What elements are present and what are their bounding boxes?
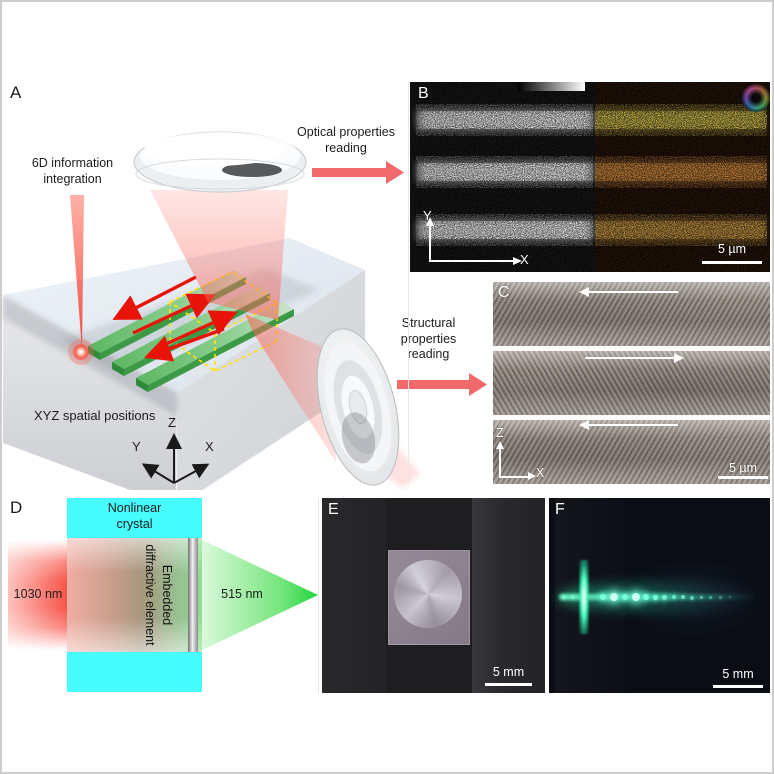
to-panel-c-arrow [397,373,487,396]
panel-c-label: C [498,284,510,301]
b-y-axis-label: Y [423,208,432,223]
nonlinear-crystal-top [67,498,202,538]
b-x-axis-arrow-icon [513,256,522,265]
side-lens [316,328,400,486]
b-y-axis-line [429,226,431,262]
panel-f-beam-photo: F 5 mm [549,498,770,693]
side-cone [245,314,336,462]
e-scalebar [485,683,532,686]
embedded-element-label: Embedded diffractive element [143,544,174,646]
b-scalebar-label: 5 µm [717,242,747,256]
input-wavelength-label: 1030 nm [13,587,63,601]
grating-strip-3 [493,420,770,484]
arrow-shaft [397,380,469,389]
c-scalebar [718,476,768,479]
c-z-axis-line [499,449,501,478]
b-y-axis-arrow-icon [425,217,434,226]
c-x-axis-line [499,476,529,478]
embedded-element-circle [394,560,462,628]
red-arrow-icon [144,327,225,362]
structural-reading-label: Structural properties reading [400,316,457,362]
c-arrow-right-2 [585,357,675,359]
b-x-axis-line [429,260,513,262]
b-scalebar [702,261,762,264]
nonlinear-crystal-bottom [67,652,202,692]
arrow-head-icon [469,373,487,396]
z-axis-label: Z [168,415,176,430]
orientation-colorwheel-icon [742,84,770,112]
panel-e-label: E [328,501,339,518]
pump-beam [8,540,67,650]
integration-label: 6D information integration [31,156,114,186]
optical-reading-label: Optical properties reading [297,125,395,155]
writing-beam [70,195,84,350]
red-arrow-icon [132,293,216,335]
c-arrow-left-1 [588,291,678,293]
panel-f-label: F [555,501,565,518]
grating-strip-2 [493,351,770,415]
panel-divider [318,498,319,693]
panel-b-bands [410,82,770,272]
x-axis-arrow-icon [173,463,210,484]
crystal-interior [67,538,202,652]
c-arrow-left-3 [588,424,678,426]
y-axis-arrow-icon [141,463,175,484]
e-scalebar-label: 5 mm [492,665,525,679]
focal-spot [68,339,94,365]
write-direction-arrows [112,275,238,362]
red-arrow-icon [112,275,197,320]
panel-divider [408,82,409,484]
reading-cone [150,190,288,320]
nonlinear-crystal-label: Nonlinear crystal [107,501,162,531]
left-arrow-icon [579,286,589,297]
c-z-axis-label: Z [496,426,504,440]
output-wavelength-label: 515 nm [221,587,263,601]
panel-c-structural-image: C Z X 5 µm [493,282,770,484]
y-axis-label: Y [132,439,141,454]
f-scalebar [713,685,763,688]
f-scalebar-label: 5 mm [722,667,754,681]
beam-flare [579,560,589,634]
arrow-head-icon [386,161,404,184]
to-panel-b-arrow [312,161,404,184]
x-axis-label: X [205,439,214,454]
arrow-shaft [312,168,386,177]
b-x-axis-label: X [520,252,529,267]
panel-d-label: D [10,498,23,517]
panel-b-optical-image: B Y X 5 µm [410,82,770,272]
holder-right [472,498,545,693]
retardance-colorbar [518,82,585,91]
panel-b-label: B [418,85,429,102]
left-arrow-icon [579,419,589,430]
c-x-axis-arrow-icon [528,472,536,480]
c-z-axis-arrow-icon [496,441,504,449]
c-x-axis-label: X [536,466,545,480]
panel-a-label: A [10,83,22,102]
right-arrow-icon [674,352,684,363]
xyz-axes [141,433,210,484]
spatial-positions-label: XYZ spatial positions [34,408,156,423]
top-lens [133,131,307,193]
panel-e-sample-photo: E 5 mm [322,498,545,693]
c-scalebar-label: 5 µm [728,461,758,475]
diffractive-element-bar [188,538,198,652]
beam-line [559,594,757,600]
holder-left [322,498,386,693]
panel-a-illustration [3,131,487,490]
